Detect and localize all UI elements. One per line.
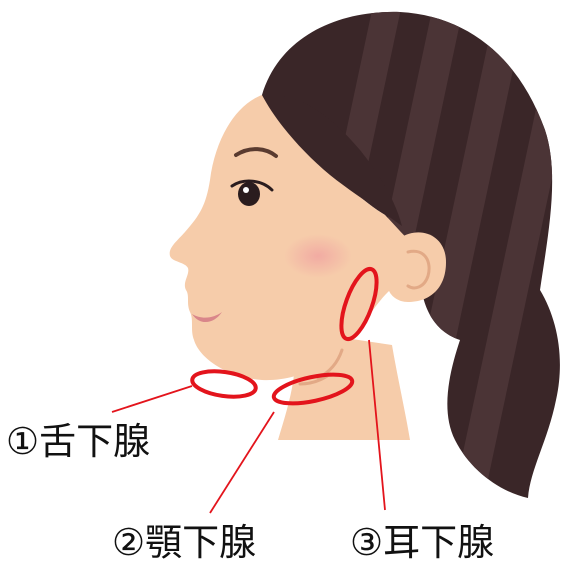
eyebrow xyxy=(234,147,278,158)
hair-front xyxy=(262,94,402,226)
submandibular-leader-line xyxy=(209,411,275,514)
parotid-leader-line xyxy=(368,339,386,511)
face xyxy=(169,95,420,381)
eye xyxy=(230,179,274,206)
sublingual-gland-marker xyxy=(190,369,258,399)
parotid-gland-label: ③耳下腺 xyxy=(350,521,495,564)
parotid-gland-marker xyxy=(339,266,379,342)
ear xyxy=(388,232,446,302)
submandibular-gland-label: ②顎下腺 xyxy=(112,521,257,564)
mouth xyxy=(192,312,222,323)
sublingual-gland-label: ①舌下腺 xyxy=(6,420,151,463)
submandibular-gland-marker xyxy=(271,372,355,406)
cheek-blush xyxy=(284,234,352,278)
sublingual-leader-line xyxy=(111,385,193,413)
